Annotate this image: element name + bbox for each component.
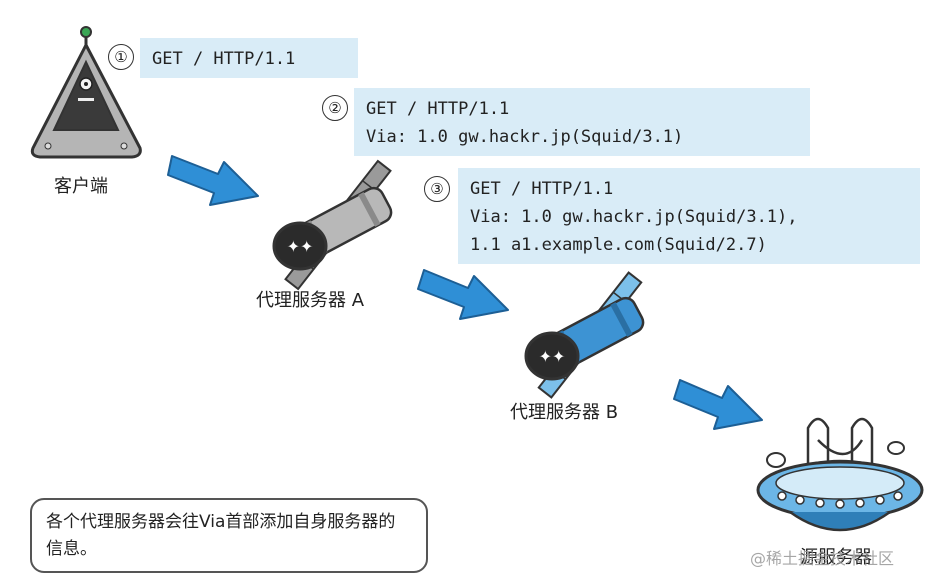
watermark: @稀土掘金技术社区 <box>750 549 895 568</box>
request-message-1: GET / HTTP/1.1 <box>140 38 358 78</box>
svg-text:✦✦: ✦✦ <box>287 237 314 256</box>
step-number-1: ① <box>108 44 134 70</box>
arrow-icon <box>673 379 763 430</box>
origin-server-icon <box>756 417 924 532</box>
client-icon <box>30 26 142 159</box>
client-label: 客户端 <box>54 176 108 197</box>
arrow-icon <box>167 155 259 206</box>
message-line: 1.1 a1.example.com(Squid/2.7) <box>470 235 767 255</box>
message-line: GET / HTTP/1.1 <box>470 179 614 199</box>
proxy-b-icon: ✦✦ <box>524 271 645 399</box>
step-number-3: ③ <box>424 176 450 202</box>
message-line: Via: 1.0 gw.hackr.jp(Squid/3.1) <box>366 127 684 147</box>
step-number-2: ② <box>322 95 348 121</box>
proxy-a-icon: ✦✦ <box>272 159 393 291</box>
message-line: GET / HTTP/1.1 <box>152 49 296 69</box>
message-line: GET / HTTP/1.1 <box>366 99 510 119</box>
message-line: Via: 1.0 gw.hackr.jp(Squid/3.1), <box>470 207 798 227</box>
proxy-a-label: 代理服务器 A <box>256 290 365 311</box>
proxy-b-label: 代理服务器 B <box>510 402 619 423</box>
note-box: 各个代理服务器会往Via首部添加自身服务器的信息。 <box>30 498 428 573</box>
svg-text:✦✦: ✦✦ <box>539 347 566 366</box>
origin-server-label: 源服务器 <box>800 547 872 568</box>
request-message-2: GET / HTTP/1.1 Via: 1.0 gw.hackr.jp(Squi… <box>354 88 810 156</box>
arrow-icon <box>417 269 509 320</box>
request-message-3: GET / HTTP/1.1 Via: 1.0 gw.hackr.jp(Squi… <box>458 168 920 264</box>
